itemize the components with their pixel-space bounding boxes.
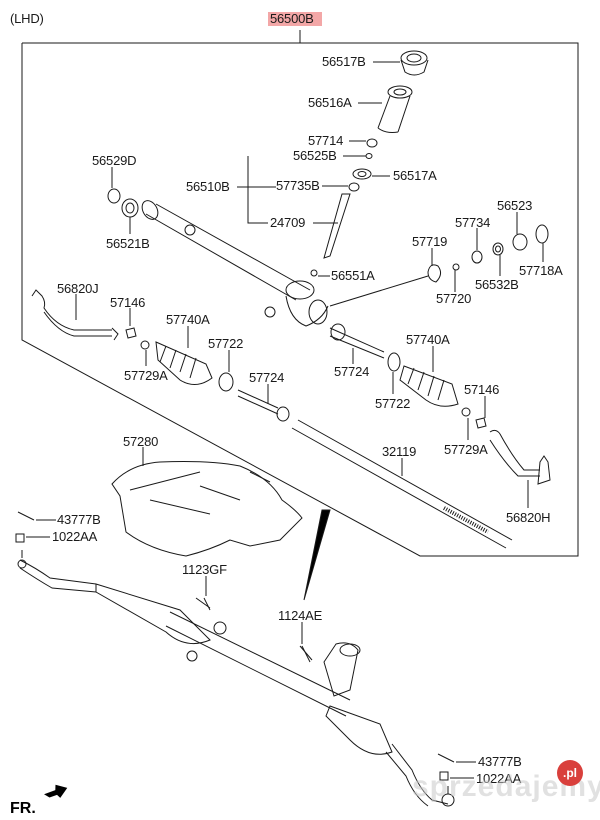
- part-56517A-icon: [352, 168, 372, 180]
- label-57724-left[interactable]: 57724: [249, 370, 285, 385]
- part-57724-right-icon: [329, 327, 385, 359]
- assembly-frame: [21, 42, 579, 557]
- label-57280[interactable]: 57280: [123, 434, 159, 449]
- label-56510B[interactable]: 56510B: [186, 179, 230, 194]
- leader-lines: [26, 61, 544, 779]
- part-1123GF-icon: [203, 597, 211, 611]
- part-56521B-icon: [121, 198, 139, 218]
- label-57146-left[interactable]: 57146: [110, 295, 146, 310]
- label-56516A[interactable]: 56516A: [308, 95, 352, 110]
- assembled-rack-icon: [17, 550, 455, 807]
- label-57722-right[interactable]: 57722: [375, 396, 411, 411]
- part-32119-icon: [291, 419, 513, 549]
- part-1022AA-right-icon: [439, 771, 449, 781]
- label-57734[interactable]: 57734: [455, 215, 491, 230]
- part-56551A-icon: [310, 269, 318, 277]
- part-57146-right-icon: [475, 417, 487, 429]
- label-57718A[interactable]: 57718A: [519, 263, 563, 278]
- label-56523[interactable]: 56523: [497, 198, 533, 213]
- label-57729A-right[interactable]: 57729A: [444, 442, 488, 457]
- label-57714[interactable]: 57714: [308, 133, 344, 148]
- label-56517B[interactable]: 56517B: [322, 54, 366, 69]
- label-32119[interactable]: 32119: [382, 444, 417, 459]
- watermark-badge: .pl: [557, 760, 583, 786]
- label-1123GF[interactable]: 1123GF: [182, 562, 227, 577]
- label-1022AA-right[interactable]: 1022AA: [476, 771, 522, 786]
- part-57718A-icon: [535, 224, 549, 244]
- part-57714-icon: [366, 138, 378, 148]
- label-56517A[interactable]: 56517A: [393, 168, 437, 183]
- label-57724-right[interactable]: 57724: [334, 364, 370, 379]
- part-57729A-left-icon: [140, 340, 150, 350]
- part-56510B-icon: [141, 200, 329, 327]
- part-57729A-right-icon: [461, 407, 471, 417]
- label-57719[interactable]: 57719: [412, 234, 448, 249]
- part-56532B-icon: [492, 242, 504, 256]
- part-56517B-icon: [400, 50, 429, 76]
- label-56820J[interactable]: 56820J: [57, 281, 99, 296]
- assembly-part-number[interactable]: 56500B: [268, 12, 322, 26]
- label-57146-right[interactable]: 57146: [464, 382, 500, 397]
- part-57740A-left-icon: [155, 341, 213, 385]
- variant-label: (LHD): [10, 11, 44, 26]
- label-57720[interactable]: 57720: [436, 291, 472, 306]
- label-57722-left[interactable]: 57722: [208, 336, 244, 351]
- part-57720-icon: [452, 263, 460, 271]
- label-43777B-right[interactable]: 43777B: [478, 754, 522, 769]
- part-57735B-icon: [348, 182, 360, 192]
- part-56820J-icon: [31, 289, 119, 341]
- label-57740A-right[interactable]: 57740A: [406, 332, 450, 347]
- front-direction-label: FR.: [10, 800, 36, 817]
- part-43777B-right-icon: [437, 753, 455, 763]
- part-57740A-right-icon: [399, 365, 459, 407]
- front-arrow-icon: [44, 784, 68, 798]
- label-57729A-left[interactable]: 57729A: [124, 368, 168, 383]
- part-43777B-left-icon: [17, 511, 35, 521]
- part-57722-left-icon: [218, 372, 234, 392]
- label-56529D[interactable]: 56529D: [92, 153, 137, 168]
- pointer-wedge: [303, 509, 331, 601]
- label-56532B[interactable]: 56532B: [475, 277, 519, 292]
- label-24709[interactable]: 24709: [270, 215, 306, 230]
- part-57722-right-icon: [387, 352, 401, 372]
- label-1022AA-left[interactable]: 1022AA: [52, 529, 98, 544]
- part-1124AE-icon: [301, 645, 311, 663]
- label-56820H[interactable]: 56820H: [506, 510, 551, 525]
- label-57735B[interactable]: 57735B: [276, 178, 320, 193]
- part-56516A-icon: [377, 85, 413, 133]
- label-43777B-left[interactable]: 43777B: [57, 512, 101, 527]
- part-57146-left-icon: [125, 327, 137, 339]
- label-57740A-left[interactable]: 57740A: [166, 312, 210, 327]
- part-56523-icon: [512, 233, 528, 251]
- label-1124AE[interactable]: 1124AE: [278, 608, 323, 623]
- part-57719-icon: [427, 264, 442, 283]
- part-57724-left-icon: [237, 389, 279, 415]
- part-24709-icon: [323, 193, 351, 259]
- label-56525B[interactable]: 56525B: [293, 148, 337, 163]
- part-1022AA-left-icon: [15, 533, 25, 543]
- part-56525B-icon: [365, 153, 373, 159]
- part-56820H-icon: [489, 429, 551, 485]
- label-56521B[interactable]: 56521B: [106, 236, 150, 251]
- part-57734-icon: [471, 250, 483, 264]
- part-56529D-icon: [107, 188, 121, 204]
- part-57280-icon: [111, 461, 303, 557]
- label-56551A[interactable]: 56551A: [331, 268, 375, 283]
